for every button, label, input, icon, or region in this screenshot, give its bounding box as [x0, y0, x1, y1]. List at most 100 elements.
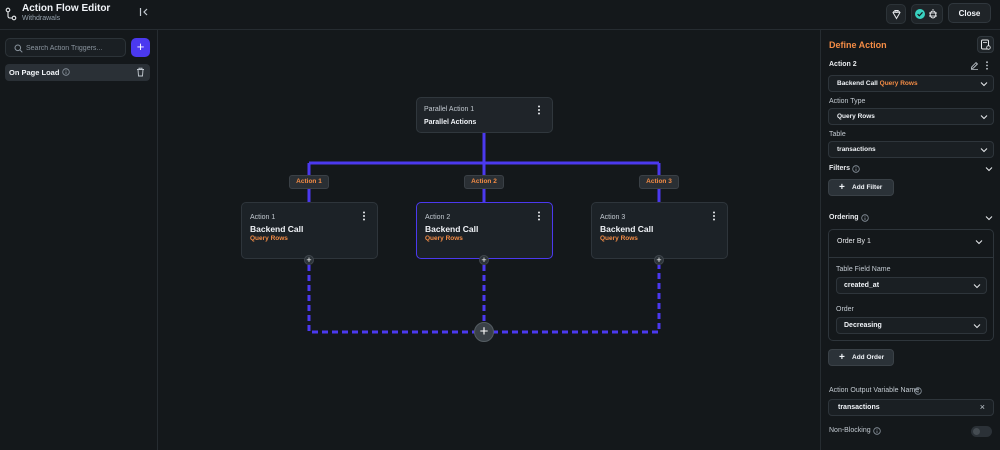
- close-button[interactable]: Close: [948, 3, 991, 23]
- plus-icon: +: [839, 182, 845, 193]
- order-by-title[interactable]: Order By 1: [837, 238, 871, 245]
- action-type-select[interactable]: Query Rows: [828, 108, 994, 125]
- check-bug-icons: [915, 9, 937, 19]
- info-icon: [852, 165, 860, 173]
- parallel-node-label: Parallel Action 1: [424, 106, 475, 113]
- panel-title: Define Action: [829, 40, 887, 50]
- more-vert-icon[interactable]: [362, 211, 366, 221]
- output-variable-value: transactions: [838, 404, 880, 411]
- node-subtitle: Query Rows: [425, 235, 463, 242]
- table-select[interactable]: transactions: [828, 141, 994, 158]
- more-vert-icon[interactable]: [537, 105, 541, 115]
- more-vert-icon[interactable]: [985, 61, 989, 70]
- add-after-action-2-button[interactable]: +: [479, 255, 489, 265]
- node-title: Backend Call: [250, 224, 304, 234]
- action-node-2[interactable]: Action 2 Backend Call Query Rows: [416, 202, 553, 259]
- table-value: transactions: [837, 146, 876, 153]
- toggle-knob: [973, 428, 980, 435]
- node-subtitle: Query Rows: [600, 235, 638, 242]
- add-after-action-1-button[interactable]: +: [304, 255, 314, 265]
- edit-icon[interactable]: [970, 61, 979, 70]
- action-select-main: Backend Call: [837, 80, 878, 87]
- parallel-node-title: Parallel Actions: [424, 119, 477, 126]
- node-title: Backend Call: [425, 224, 479, 234]
- collapse-sidebar-icon[interactable]: [139, 7, 149, 17]
- branch-badge-3: Action 3: [639, 175, 679, 189]
- action-select-detail: Query Rows: [879, 80, 918, 87]
- action-type-label: Action Type: [829, 98, 866, 105]
- info-icon: [62, 68, 70, 76]
- more-vert-icon[interactable]: [537, 211, 541, 221]
- trigger-label: On Page Load: [9, 68, 60, 77]
- branch-badge-1: Action 1: [289, 175, 329, 189]
- node-label: Action 2: [425, 214, 451, 221]
- chevron-down-icon[interactable]: [975, 239, 983, 245]
- add-filter-button[interactable]: + Add Filter: [828, 179, 894, 196]
- chevron-down-icon: [980, 148, 988, 153]
- action-select-value: Backend Call Query Rows: [837, 80, 918, 87]
- chevron-down-icon: [980, 115, 988, 120]
- order-label: Order: [836, 306, 854, 313]
- status-debug-group[interactable]: [911, 4, 943, 24]
- triggers-sidebar: + On Page Load: [0, 30, 158, 450]
- add-filter-label: Add Filter: [852, 184, 883, 191]
- top-bar: Action Flow Editor Withdrawals Close: [0, 0, 1000, 30]
- chevron-down-icon: [973, 284, 981, 289]
- action-name-label: Action 2: [829, 61, 857, 68]
- info-icon: [861, 214, 869, 222]
- search-input[interactable]: [26, 41, 124, 55]
- add-action-button[interactable]: +: [474, 322, 494, 342]
- ai-assist-button[interactable]: [886, 4, 906, 24]
- order-select[interactable]: Decreasing: [836, 317, 987, 334]
- page-title: Action Flow Editor: [22, 3, 111, 14]
- trash-icon[interactable]: [136, 67, 145, 77]
- add-order-label: Add Order: [852, 354, 885, 361]
- clear-icon[interactable]: ×: [979, 402, 985, 412]
- divider: [829, 257, 993, 258]
- info-icon: [873, 427, 881, 435]
- trigger-search[interactable]: [5, 38, 126, 57]
- panel-settings-button[interactable]: [977, 36, 994, 53]
- output-variable-input[interactable]: transactions ×: [828, 399, 994, 416]
- add-trigger-button[interactable]: +: [131, 38, 150, 57]
- action-node-1[interactable]: Action 1 Backend Call Query Rows: [241, 202, 378, 259]
- table-field-value: created_at: [844, 282, 880, 289]
- info-icon: [914, 387, 922, 395]
- action-select[interactable]: Backend Call Query Rows: [828, 75, 994, 92]
- trigger-item-on-page-load[interactable]: On Page Load: [5, 64, 150, 81]
- non-blocking-label: Non-Blocking: [829, 427, 871, 434]
- output-variable-label: Action Output Variable Name: [829, 387, 920, 394]
- chevron-down-icon: [973, 324, 981, 329]
- table-field-label: Table Field Name: [836, 266, 891, 273]
- order-by-group: Order By 1 Table Field Name created_at O…: [828, 229, 994, 341]
- flow-canvas[interactable]: Parallel Action 1 Parallel Actions Actio…: [159, 30, 820, 450]
- branch-badge-2: Action 2: [464, 175, 504, 189]
- action-type-value: Query Rows: [837, 113, 875, 120]
- ordering-label: Ordering: [829, 214, 859, 221]
- node-label: Action 3: [600, 214, 626, 221]
- add-order-button[interactable]: + Add Order: [828, 349, 894, 366]
- table-field-select[interactable]: created_at: [836, 277, 987, 294]
- chevron-down-icon[interactable]: [985, 215, 993, 221]
- node-subtitle: Query Rows: [250, 235, 288, 242]
- more-vert-icon[interactable]: [712, 211, 716, 221]
- plus-icon: +: [839, 352, 845, 363]
- chevron-down-icon: [980, 82, 988, 87]
- node-label: Action 1: [250, 214, 276, 221]
- action-node-3[interactable]: Action 3 Backend Call Query Rows: [591, 202, 728, 259]
- search-icon: [14, 44, 23, 53]
- define-action-panel: Define Action Action 2 Backend Call Quer…: [820, 30, 1000, 450]
- page-subtitle: Withdrawals: [22, 15, 61, 22]
- chevron-down-icon[interactable]: [985, 166, 993, 172]
- order-value: Decreasing: [844, 322, 882, 329]
- table-label: Table: [829, 131, 846, 138]
- flow-icon: [5, 7, 17, 21]
- node-title: Backend Call: [600, 224, 654, 234]
- non-blocking-toggle[interactable]: [971, 426, 992, 437]
- gem-icon: [891, 9, 901, 19]
- filters-label: Filters: [829, 165, 851, 172]
- add-after-action-3-button[interactable]: +: [654, 255, 664, 265]
- document-settings-icon: [981, 39, 991, 50]
- parallel-action-node[interactable]: Parallel Action 1 Parallel Actions: [416, 97, 553, 133]
